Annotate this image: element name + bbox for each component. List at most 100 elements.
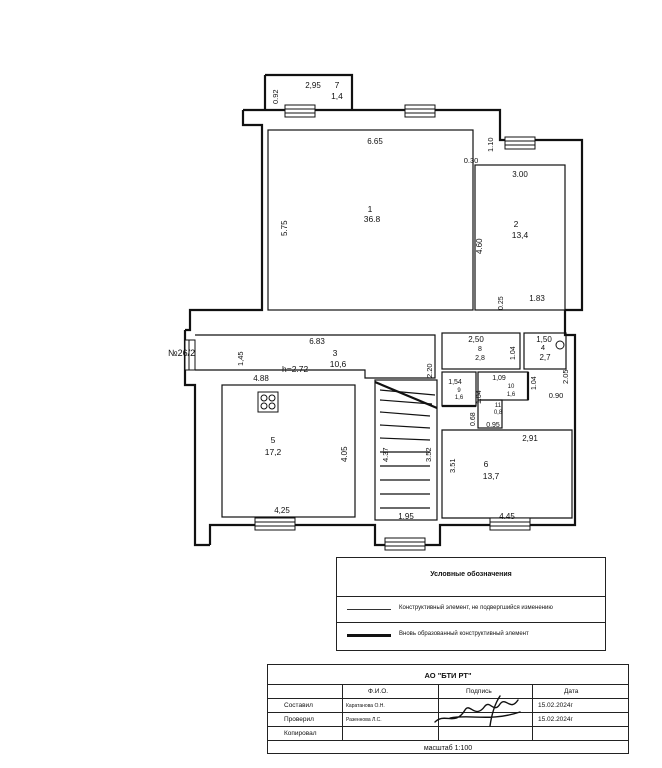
room-height-note: h=2.72: [282, 364, 309, 374]
role-label: Проверил: [284, 716, 314, 723]
room-number: 1: [368, 204, 373, 214]
room-number: 7: [335, 80, 340, 90]
legend-title: Условные обозначения: [430, 571, 512, 578]
dimension-label: 1,50: [536, 335, 552, 344]
room-6-outline: [441, 429, 573, 519]
header-signature: Подпись: [466, 688, 492, 695]
stamp-rule: [268, 698, 628, 699]
stamp-rule: [342, 684, 343, 741]
room-8-outline: [441, 332, 521, 370]
dimension-label: 4.60: [475, 238, 484, 254]
outer-wall-top: [243, 108, 584, 312]
role-label: Копировал: [284, 730, 317, 737]
dimension-label: 1.04: [476, 390, 483, 404]
room-area: 1,6: [455, 395, 464, 401]
stamp-rule: [268, 712, 628, 713]
room-area: 2,7: [539, 353, 551, 362]
outer-wall-left-top: [185, 110, 264, 332]
dimension-label: 1,09: [492, 375, 506, 382]
staircase-outline: [374, 379, 438, 521]
legend: Условные обозначения Конструктивный элем…: [336, 557, 606, 651]
legend-text: Конструктивный элемент, не подвергшийся …: [399, 605, 553, 611]
room-number: 9: [457, 388, 461, 394]
dimension-label: 3.00: [512, 170, 528, 179]
dimension-label: 4,25: [274, 506, 290, 515]
stair-steps: [379, 389, 436, 509]
stamp-rule: [268, 726, 628, 727]
room-area: 17,2: [265, 447, 282, 457]
stamp-rule: [532, 684, 533, 741]
room-3-outline: [195, 334, 436, 379]
room-number: 3: [333, 348, 338, 358]
date-value: 15.02.2024г: [538, 702, 573, 709]
room-area: 10,6: [330, 359, 347, 369]
room-1-outline: [267, 129, 474, 311]
dimension-label: 2.20: [425, 363, 434, 378]
legend-thin-line: [347, 609, 391, 610]
room-area: 13,7: [483, 471, 500, 481]
signature-icon: [434, 695, 521, 727]
dimension-label: 1,45: [236, 351, 245, 366]
dimension-label: 2,91: [522, 434, 538, 443]
dimension-label: 0.92: [271, 89, 280, 104]
stamp-rule: [268, 684, 628, 685]
dimension-label: 1.04: [510, 346, 517, 360]
legend-text: Вновь образованный конструктивный элемен…: [399, 631, 529, 637]
dimension-label: 2.05: [561, 369, 570, 384]
legend-row-new: Вновь образованный конструктивный элемен…: [337, 622, 605, 649]
dimension-label: 0.25: [498, 296, 505, 310]
windows: [184, 104, 536, 551]
room-area: 36.8: [364, 214, 381, 224]
dimension-label: 6.83: [309, 337, 325, 346]
dimension-label: 3.51: [448, 458, 457, 473]
header-date: Дата: [564, 688, 579, 695]
floor-plan: №26/2 h=2.72 1 36.8 2 13,4 3 10,6 4 2,7 …: [168, 73, 584, 551]
room-number: 11: [495, 403, 502, 409]
person-name: Разеннова Л.С.: [346, 717, 382, 723]
room-number: 5: [271, 435, 276, 445]
dimension-label: 3.52: [424, 447, 433, 462]
legend-row-existing: Конструктивный элемент, не подвергшийся …: [337, 596, 605, 623]
dimension-label: 2,50: [468, 335, 484, 344]
scale-label: масштаб 1:100: [423, 745, 473, 752]
dimension-label: 1.10: [486, 137, 495, 152]
sink-icon: [555, 340, 565, 350]
organization-name: АО "БТИ РТ": [424, 671, 472, 680]
dimension-label: 4.45: [499, 512, 515, 521]
title-block: АО "БТИ РТ" Ф.И.О. Подпись Дата Составил…: [267, 664, 629, 754]
dimension-label: 1,54: [448, 379, 462, 386]
room-area: 2,8: [475, 355, 485, 362]
date-value: 15.02.2024г: [538, 716, 573, 723]
address-label: №26/2: [168, 348, 195, 358]
stamp-rule: [268, 740, 628, 741]
room-number: 2: [514, 219, 519, 229]
stove-icon: [257, 391, 279, 413]
dimension-label: 2,95: [305, 81, 321, 90]
room-number: 4: [541, 343, 545, 352]
dimension-label: 5.75: [280, 220, 289, 236]
person-name: Каратанова О.Н.: [346, 703, 385, 709]
balcony-wall: [265, 73, 354, 110]
dimension-label: 0.95: [486, 422, 500, 429]
dimension-label: 0.30: [464, 156, 479, 165]
room-number: 8: [478, 346, 482, 353]
dimension-label: 4.88: [253, 374, 269, 383]
new-walls: [442, 372, 530, 408]
room-number: 6: [484, 459, 489, 469]
room-area: 13,4: [512, 230, 529, 240]
room-4-outline: [523, 332, 567, 370]
new-wall-diagonal: [374, 380, 438, 410]
dimension-label: 0.68: [470, 412, 477, 426]
dimension-label: 4.05: [340, 446, 349, 462]
stamp-rule: [438, 684, 439, 741]
room-area: 1,6: [507, 392, 516, 398]
room-number: 10: [508, 384, 515, 390]
outer-wall-right-bottom: [563, 310, 577, 420]
room-11-outline: [477, 399, 503, 429]
room-5-outline: [221, 384, 356, 518]
room-area: 0,8: [494, 410, 503, 416]
dimension-label: 0.90: [549, 391, 564, 400]
dimension-label: 4.37: [381, 447, 390, 462]
dimension-label: 1.04: [531, 376, 538, 390]
role-label: Составил: [284, 702, 313, 709]
